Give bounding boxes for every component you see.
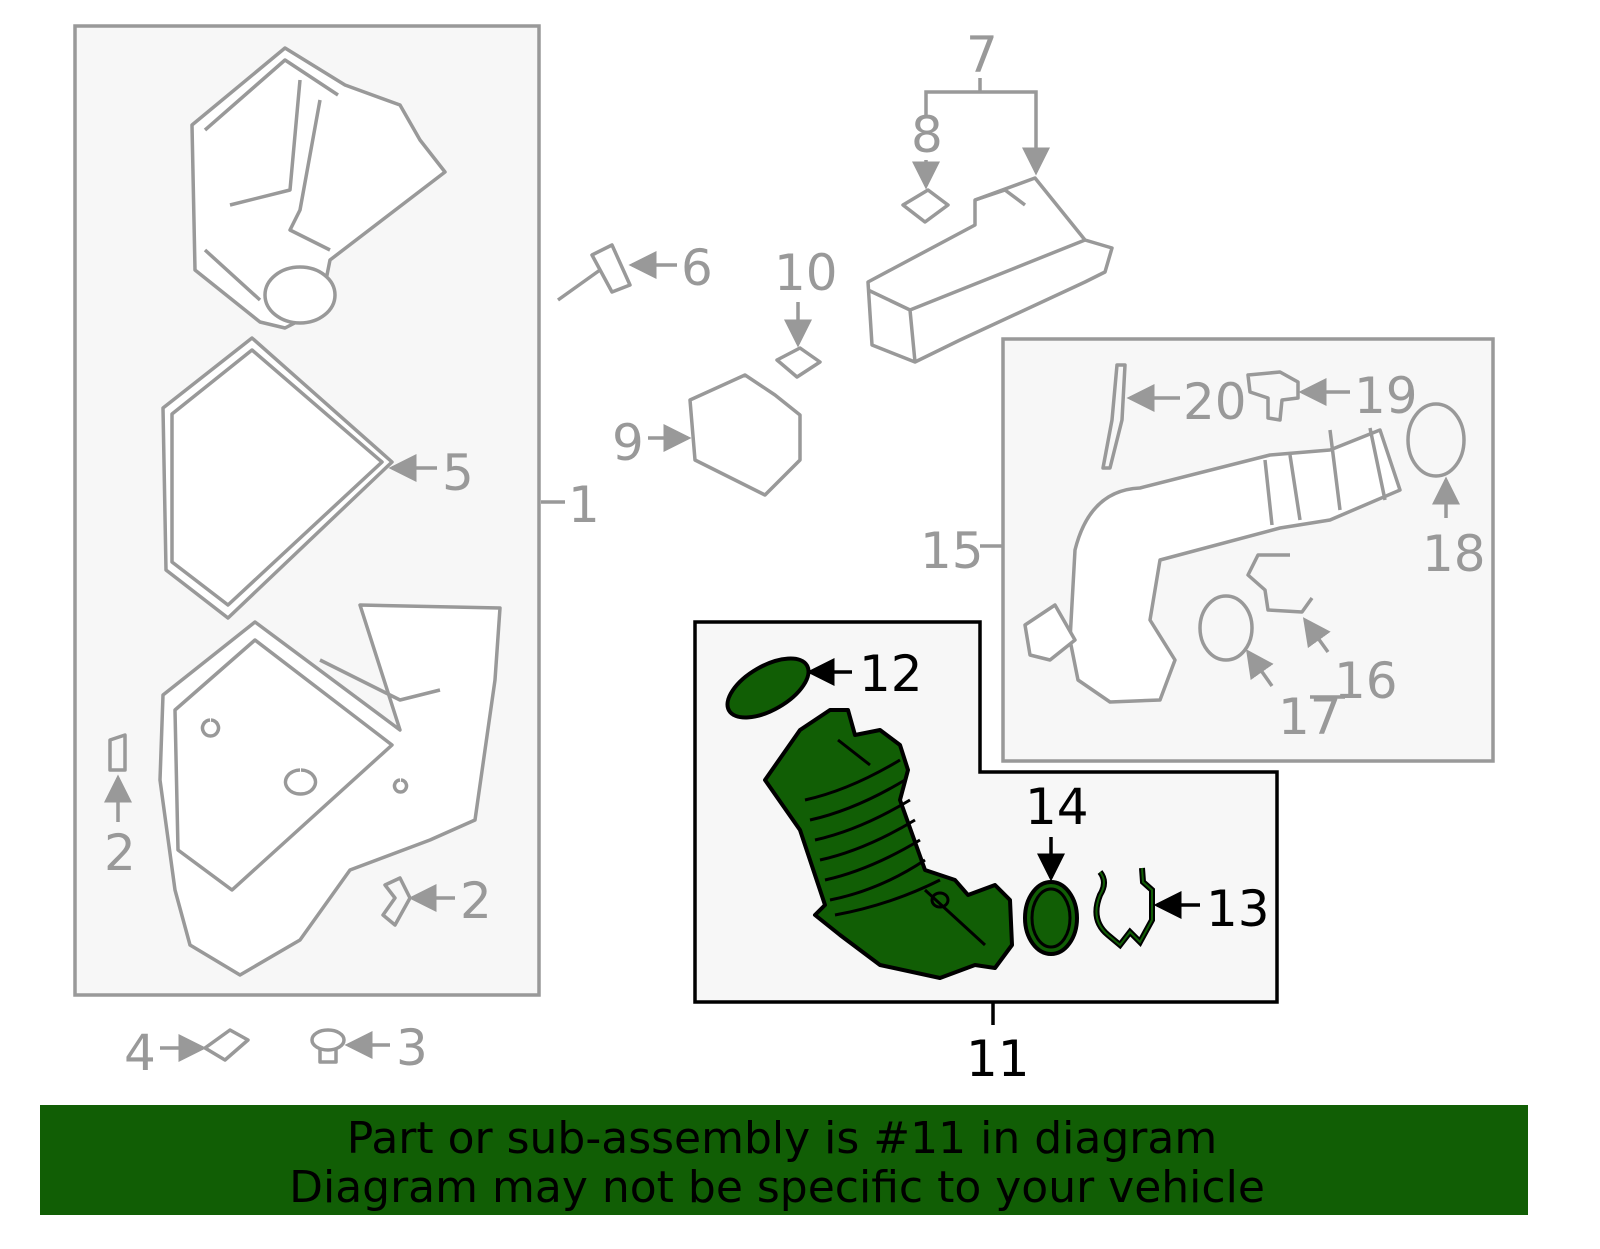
part-sensor-20[interactable] xyxy=(1101,363,1127,470)
hose-assembly-15-group xyxy=(1001,337,1495,763)
callout-10[interactable]: 10 xyxy=(774,244,838,302)
callout-20[interactable]: 20 xyxy=(1183,373,1247,431)
part-seal-18[interactable] xyxy=(1406,402,1466,478)
banner-line-2: Diagram may not be specific to your vehi… xyxy=(289,1162,1265,1213)
callout-13[interactable]: 13 xyxy=(1206,880,1270,938)
part-lower-housing[interactable] xyxy=(158,603,502,977)
part-resonator-7[interactable] xyxy=(866,176,1114,364)
callout-1[interactable]: 1 xyxy=(568,476,600,534)
part-sensor-6[interactable] xyxy=(556,243,632,302)
callout-11[interactable]: 11 xyxy=(966,1030,1030,1088)
callout-16[interactable]: 16 xyxy=(1334,652,1398,710)
callout-4[interactable]: 4 xyxy=(124,1024,156,1082)
banner-line-1: Part or sub-assembly is #11 in diagram xyxy=(347,1113,1217,1164)
callout-8[interactable]: 8 xyxy=(911,106,943,164)
callout-18[interactable]: 18 xyxy=(1422,525,1486,583)
callout-15[interactable]: 15 xyxy=(920,522,984,580)
part-grommet-4[interactable] xyxy=(203,1028,250,1062)
callout-7[interactable]: 7 xyxy=(966,26,998,84)
callout-6[interactable]: 6 xyxy=(681,239,713,297)
callout-3[interactable]: 3 xyxy=(396,1019,428,1077)
part-bolt-3[interactable] xyxy=(310,1028,346,1064)
part-intake-hose[interactable] xyxy=(1023,427,1402,704)
callout-14[interactable]: 14 xyxy=(1025,778,1089,836)
callout-17[interactable]: 17 xyxy=(1278,688,1342,746)
callout-2[interactable]: 2 xyxy=(104,824,136,882)
callout-19[interactable]: 19 xyxy=(1354,367,1418,425)
air-intake-hose-11-group xyxy=(693,620,1279,1004)
part-intake-hose-11[interactable] xyxy=(763,708,1014,980)
part-clip-2a[interactable] xyxy=(108,733,127,772)
part-upper-cover[interactable] xyxy=(190,46,447,330)
callout-2[interactable]: 2 xyxy=(460,872,492,930)
part-pad-8[interactable] xyxy=(901,188,950,224)
part-bracket-9[interactable] xyxy=(688,373,802,497)
part-pad-10[interactable] xyxy=(775,346,822,379)
air-cleaner-assembly-group xyxy=(73,24,541,997)
part-gasket-14[interactable] xyxy=(1023,880,1079,956)
callout-12[interactable]: 12 xyxy=(859,645,923,703)
part-air-filter[interactable] xyxy=(161,336,394,620)
part-seal-17[interactable] xyxy=(1198,594,1254,662)
callout-labels: 1 2 2 3 4 5 6 7 8 9 10 11 12 13 14 15 16… xyxy=(104,26,1486,1088)
part-sensor-19[interactable] xyxy=(1246,370,1300,422)
callout-9[interactable]: 9 xyxy=(612,414,644,472)
info-banner: Part or sub-assembly is #11 in diagram D… xyxy=(40,1105,1528,1215)
callout-5[interactable]: 5 xyxy=(442,444,474,502)
leader-lines xyxy=(104,78,1460,1062)
part-clip-2b[interactable] xyxy=(381,876,412,927)
part-bracket-16[interactable] xyxy=(1246,553,1314,614)
